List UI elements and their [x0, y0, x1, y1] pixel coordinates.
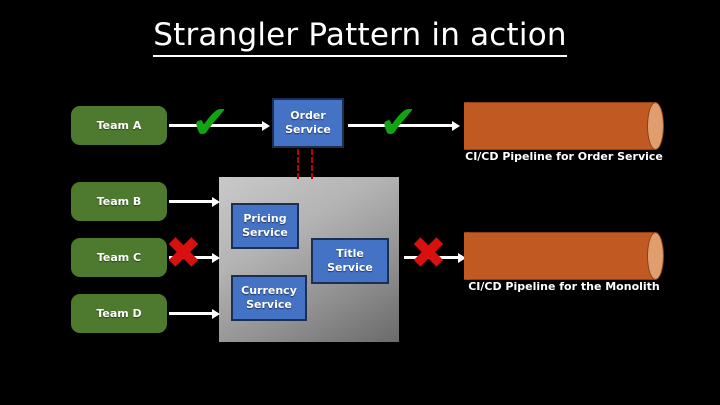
cylinder-left-edge — [464, 102, 472, 150]
pipeline-cylinder-order-service — [464, 102, 664, 150]
page-title: Strangler Pattern in action — [0, 16, 720, 57]
team-box-b[interactable]: Team B — [71, 182, 167, 221]
team-label-b: Team B — [96, 195, 142, 208]
team-label-c: Team C — [96, 251, 142, 264]
cylinder-body — [464, 102, 656, 150]
cylinder-body — [464, 232, 656, 280]
service-label-currency-line1: Currency — [241, 284, 297, 297]
service-box-title[interactable]: Title Service — [311, 238, 389, 284]
arrow-order-service-to-pipeline — [348, 120, 460, 131]
team-box-a[interactable]: Team A — [71, 106, 167, 145]
service-label-pricing-line1: Pricing — [243, 212, 287, 225]
service-label-order-line2: Service — [285, 123, 331, 136]
service-label-currency-line2: Service — [246, 298, 292, 311]
pipeline-label-order-service: CI/CD Pipeline for Order Service — [465, 150, 663, 163]
service-label-title-line1: Title — [336, 247, 364, 260]
arrow-monolith-to-pipeline — [404, 252, 466, 263]
cylinder-end-cap — [647, 232, 664, 280]
service-box-currency[interactable]: Currency Service — [231, 275, 307, 321]
service-label-title-line2: Service — [327, 261, 373, 274]
pipeline-label-monolith: CI/CD Pipeline for the Monolith — [468, 280, 660, 293]
dashed-connector-right — [311, 149, 313, 179]
service-box-order[interactable]: Order Service — [272, 98, 344, 148]
service-label-order-line1: Order — [290, 109, 326, 122]
check-icon-team-a-to-order: ✔ — [191, 95, 230, 149]
cross-icon-team-c-to-monolith: ✖ — [165, 228, 202, 279]
page-title-text: Strangler Pattern in action — [153, 17, 567, 57]
dashed-connector-left — [297, 149, 299, 179]
team-label-a: Team A — [96, 119, 142, 132]
cylinder-left-edge — [464, 232, 472, 280]
team-box-d[interactable]: Team D — [71, 294, 167, 333]
cylinder-end-cap — [647, 102, 664, 150]
team-box-c[interactable]: Team C — [71, 238, 167, 277]
cross-icon-monolith-to-pipeline: ✖ — [410, 228, 447, 279]
arrow-team-d-to-monolith — [169, 308, 220, 319]
service-label-pricing-line2: Service — [242, 226, 288, 239]
team-label-d: Team D — [96, 307, 142, 320]
service-box-pricing[interactable]: Pricing Service — [231, 203, 299, 249]
check-icon-order-to-pipeline: ✔ — [379, 95, 418, 149]
arrow-team-c-to-monolith — [169, 252, 220, 263]
arrow-team-a-to-order-service — [169, 120, 270, 131]
arrow-team-b-to-monolith — [169, 196, 220, 207]
pipeline-cylinder-monolith — [464, 232, 664, 280]
